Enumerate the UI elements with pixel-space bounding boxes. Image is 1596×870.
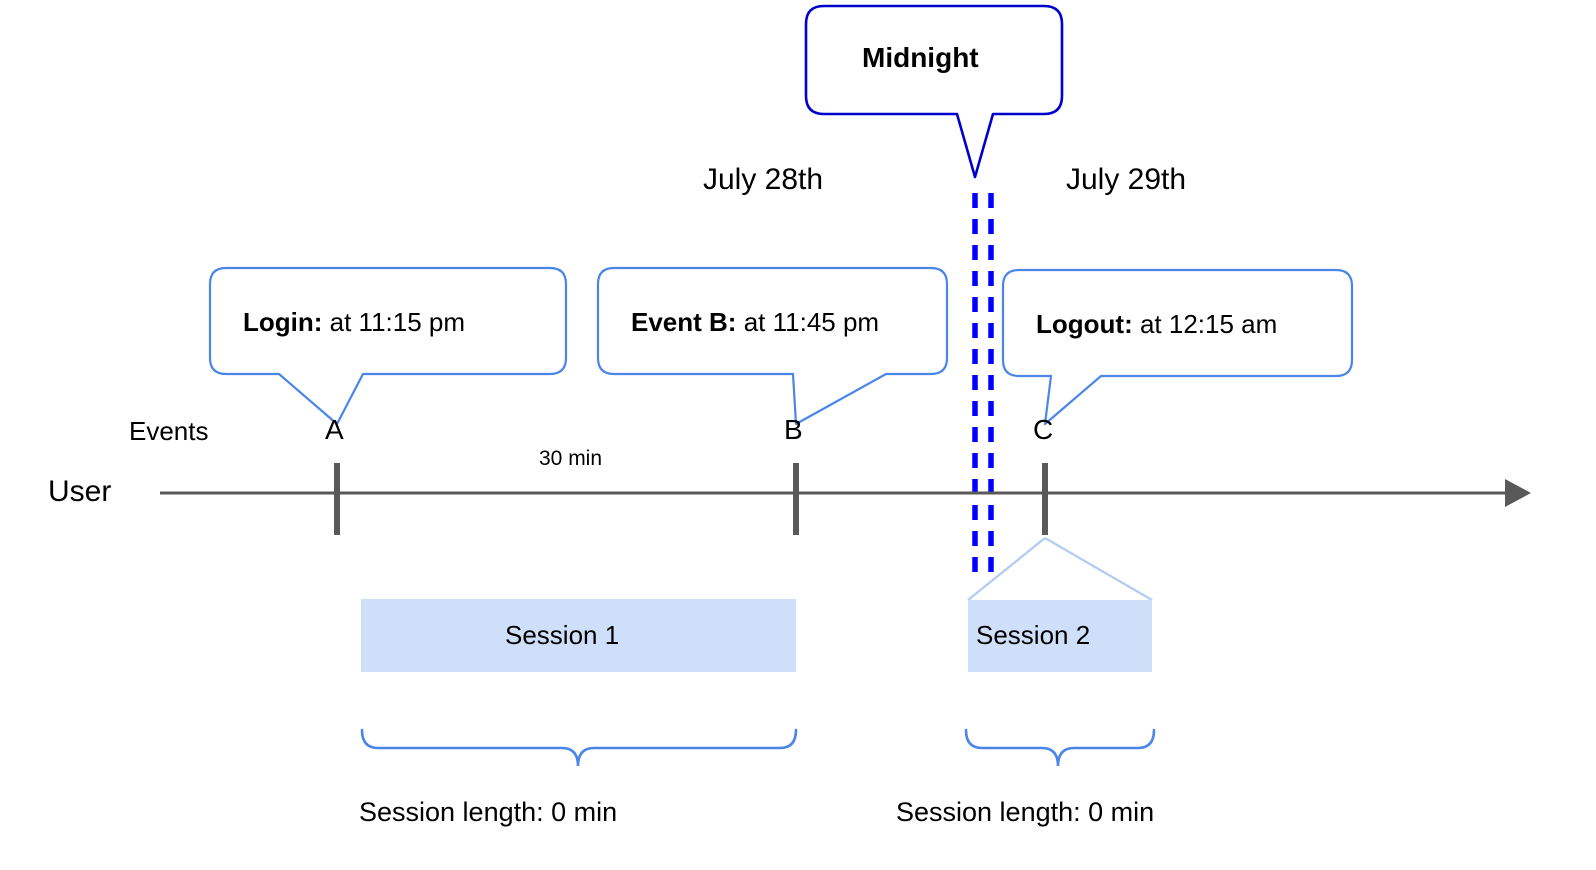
logout-callout-bold: Logout: bbox=[1036, 309, 1133, 339]
logout-callout-rest: at 12:15 am bbox=[1132, 309, 1278, 339]
row-label-user: User bbox=[48, 475, 112, 508]
session-1-label: Session 1 bbox=[505, 620, 620, 650]
event-tick-marks bbox=[334, 463, 1048, 535]
logout-callout-shape bbox=[1001, 268, 1354, 426]
login-callout-shape bbox=[208, 266, 568, 426]
session-boxes bbox=[361, 599, 1152, 672]
session2-brace bbox=[964, 728, 1156, 767]
session-1-length-label: Session length: 0 min bbox=[359, 797, 618, 827]
tick-label-a: A bbox=[325, 414, 344, 445]
midnight-dashed-lines bbox=[972, 193, 994, 582]
session-2-label: Session 2 bbox=[976, 620, 1091, 650]
tick-label-b: B bbox=[784, 414, 803, 445]
login-callout-bold: Login: bbox=[243, 307, 323, 337]
session2-funnel-lines bbox=[967, 536, 1153, 602]
midnight-label: Midnight bbox=[862, 42, 979, 73]
logout-callout-label: Logout: at 12:15 am bbox=[1036, 309, 1277, 340]
eventb-callout-shape bbox=[596, 266, 949, 426]
date-label-july-29: July 29th bbox=[1066, 163, 1187, 196]
login-callout-rest: at 11:15 pm bbox=[322, 307, 466, 337]
login-callout-label: Login: at 11:15 pm bbox=[243, 307, 465, 338]
row-label-events: Events bbox=[129, 416, 209, 446]
eventb-callout-label: Event B: at 11:45 pm bbox=[631, 307, 879, 338]
session-2-length-label: Session length: 0 min bbox=[896, 797, 1155, 827]
midnight-callout-shape bbox=[804, 4, 1064, 179]
date-label-july-28: July 28th bbox=[703, 163, 824, 196]
timeline-axis bbox=[160, 479, 1531, 507]
tick-label-c: C bbox=[1033, 414, 1054, 445]
eventb-callout-rest: at 11:45 pm bbox=[736, 307, 880, 337]
interval-label-30-min: 30 min bbox=[539, 447, 603, 470]
session1-brace bbox=[360, 728, 798, 767]
eventb-callout-bold: Event B: bbox=[631, 307, 737, 337]
